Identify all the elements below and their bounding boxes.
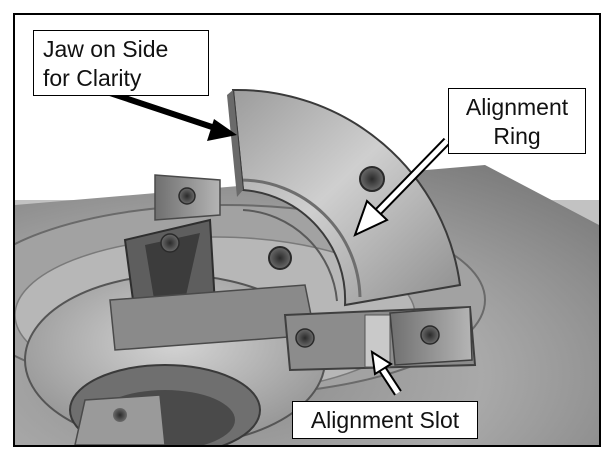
jaw-on-side-label: Jaw on Side for Clarity xyxy=(43,36,169,91)
top-jaw-block xyxy=(154,174,221,221)
photo-frame: Jaw on Side for Clarity Alignment Ring A… xyxy=(13,13,601,447)
ring-callout-arrow xyxy=(353,137,451,237)
alignment-slot-callout: Alignment Slot xyxy=(292,401,478,439)
lower-jaw-left xyxy=(109,218,316,351)
slot-callout-arrow xyxy=(370,350,402,396)
alignment-ring-label: Alignment Ring xyxy=(465,94,569,149)
alignment-slot-label: Alignment Slot xyxy=(310,407,460,433)
bottom-jaw-block xyxy=(74,394,166,445)
jaw-callout-arrow xyxy=(109,90,237,141)
right-jaw-rail xyxy=(283,305,477,372)
jaw-on-side-callout: Jaw on Side for Clarity xyxy=(33,30,209,96)
alignment-ring-callout: Alignment Ring xyxy=(448,88,586,154)
side-jaw xyxy=(227,88,462,307)
